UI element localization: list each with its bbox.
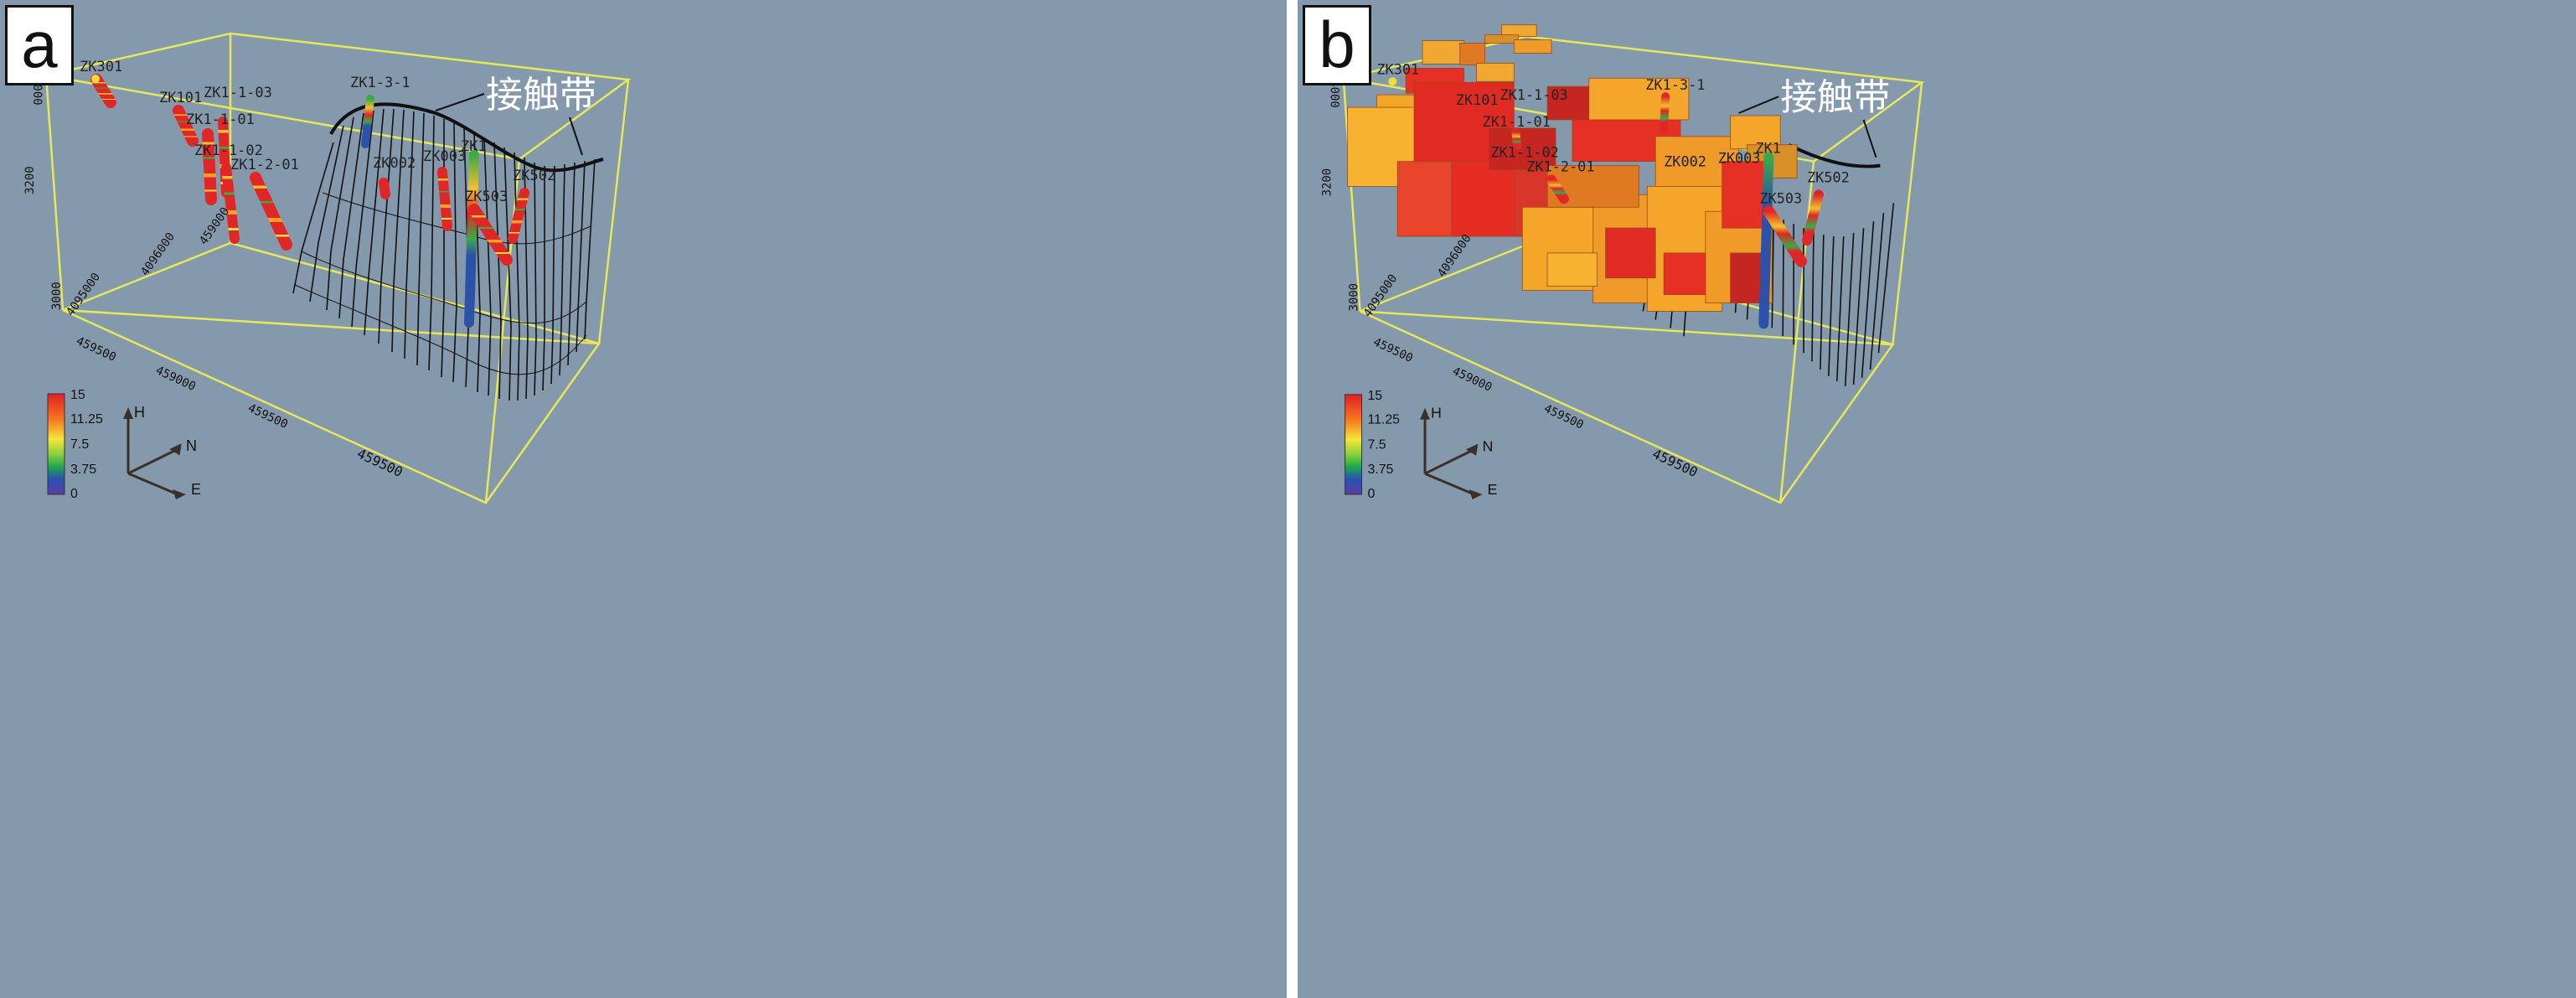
scene-b: ZK301 ZK101 ZK1-1-03 ZK1-1-01 ZK1-1-02 Z… xyxy=(1321,24,1925,504)
colorbar-tick: 3.75 xyxy=(1367,463,1393,477)
drillhole-labels-b: ZK301 ZK101 ZK1-1-03 ZK1-1-01 ZK1-1-02 Z… xyxy=(1376,60,1849,206)
drillhole-label: ZK101 xyxy=(159,90,202,106)
colorbar-tick: 7.5 xyxy=(70,437,89,452)
drillhole-label: ZK1-2-01 xyxy=(1526,158,1594,175)
axis-label: 4000 xyxy=(1328,80,1341,107)
compass-labels-b: H N E xyxy=(1431,405,1498,498)
drillhole-label: ZK002 xyxy=(373,155,416,172)
contact-zone-mesh xyxy=(292,102,604,401)
drillhole-label: ZK502 xyxy=(1807,168,1850,185)
colorbar-b: 15 11.25 7.5 3.75 0 xyxy=(1345,389,1400,501)
drillhole-label: ZK1-3-1 xyxy=(1645,76,1705,93)
colorbar-tick: 0 xyxy=(70,487,78,501)
colorbar-tick: 11.25 xyxy=(1367,413,1400,427)
panel-a: ZK301 ZK101 ZK1-1-03 ZK1-1-01 ZK1-1-02 Z… xyxy=(0,0,1287,998)
contact-zone-annotation: 接触带 xyxy=(486,74,596,116)
compass-east-label: E xyxy=(191,481,201,498)
drillhole-label: ZK503 xyxy=(465,189,508,205)
drillhole-label: ZK502 xyxy=(513,168,555,184)
colorbar-tick: 15 xyxy=(1367,389,1382,403)
colorbar-tick: 7.5 xyxy=(1367,437,1386,452)
drillhole-label: ZK503 xyxy=(1759,189,1802,206)
compass-north-label: N xyxy=(1483,437,1494,454)
axis-label: 459500 xyxy=(1371,335,1415,365)
drillhole-label: ZK301 xyxy=(1376,60,1419,77)
axis-label: 3200 xyxy=(23,166,37,194)
axis-label: 3000 xyxy=(50,282,64,310)
drillhole-label: ZK1-1-01 xyxy=(1483,113,1551,130)
colorbar-tick: 0 xyxy=(1367,487,1375,501)
drillhole-label: ZK1 xyxy=(1755,140,1780,157)
colorbar-tick: 11.25 xyxy=(70,412,103,427)
drillhole-label: ZK003 xyxy=(423,148,466,165)
drillholes-b xyxy=(1388,77,1824,329)
drillhole-label: ZK1 xyxy=(461,138,487,155)
drillhole-label: ZK003 xyxy=(1718,150,1761,167)
drillholes-a xyxy=(90,74,529,328)
compass-east-label: E xyxy=(1488,481,1498,498)
compass-labels-a: H N E xyxy=(134,404,201,498)
colorbar-a: 15 11.25 7.5 3.75 0 xyxy=(47,388,103,501)
drillhole-label: ZK1-3-1 xyxy=(350,75,410,91)
drillhole-label: ZK301 xyxy=(80,59,122,75)
colorbar-tick: 3.75 xyxy=(70,463,96,477)
axis-label: 459500 xyxy=(74,334,118,365)
contact-zone-annotation: 接触带 xyxy=(1780,76,1890,119)
orientation-compass-a xyxy=(123,407,186,499)
drillhole-labels-a: ZK301 ZK101 ZK1-1-03 ZK1-1-01 ZK1-1-02 Z… xyxy=(80,59,555,205)
annotation-leaders xyxy=(435,93,583,156)
drillhole-label: ZK1-1-02 xyxy=(1490,144,1558,161)
scene-a: ZK301 ZK101 ZK1-1-03 ZK1-1-01 ZK1-1-02 Z… xyxy=(23,32,632,504)
axis-label: 459500 xyxy=(1541,402,1585,432)
axis-label: 459000 xyxy=(197,205,232,248)
drillhole-label: ZK1-1-03 xyxy=(204,85,272,101)
compass-north-label: N xyxy=(186,437,197,454)
axis-label: 459500 xyxy=(245,401,290,432)
axis-label: 3000 xyxy=(1348,283,1361,311)
colorbar-tick: 15 xyxy=(70,388,85,402)
compass-up-label: H xyxy=(134,404,145,421)
axis-label: 3200 xyxy=(1321,168,1334,196)
orientation-compass-b xyxy=(1420,407,1483,499)
drillhole-label: ZK1-1-02 xyxy=(194,142,263,159)
panel-label-a: a xyxy=(5,5,74,85)
panel-label-b: b xyxy=(1303,5,1371,85)
drillhole-label: ZK1-1-03 xyxy=(1500,86,1567,103)
compass-up-label: H xyxy=(1431,405,1442,421)
drillhole-label: ZK002 xyxy=(1664,153,1706,170)
axis-label: 459500 xyxy=(1650,446,1701,480)
drillhole-label: ZK1-2-01 xyxy=(230,157,299,173)
panel-b: ZK301 ZK101 ZK1-1-03 ZK1-1-01 ZK1-1-02 Z… xyxy=(1298,0,2576,998)
voxel-blocks xyxy=(1347,24,1798,312)
axis-label: 459500 xyxy=(354,445,405,480)
drillhole-label: ZK101 xyxy=(1456,91,1499,108)
drillhole-label: ZK1-1-01 xyxy=(186,111,255,128)
annotation-leaders xyxy=(1738,96,1877,158)
